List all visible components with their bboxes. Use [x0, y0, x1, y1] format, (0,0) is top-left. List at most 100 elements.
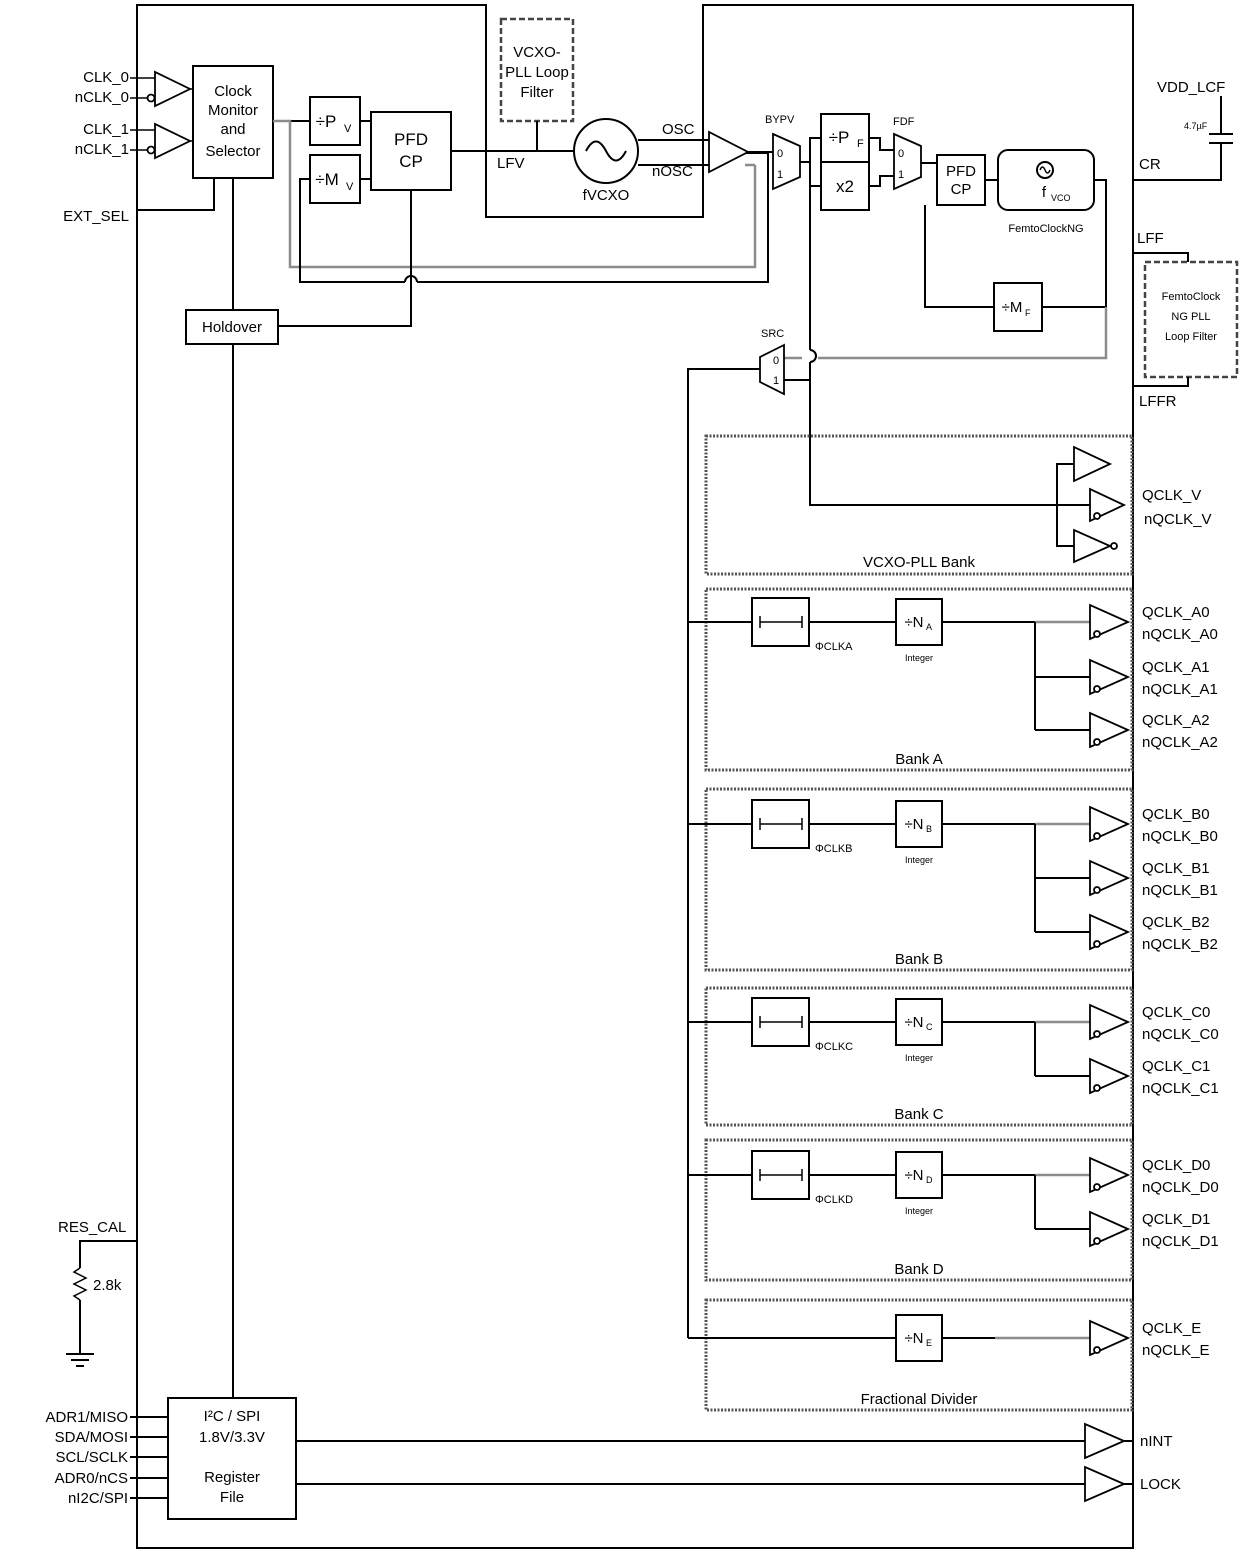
- vcxo-pfd-label: PFD: [394, 130, 428, 149]
- vcxo-cp-label: CP: [399, 152, 423, 171]
- mf-divider-block: [993, 282, 1043, 332]
- pv-divider-block: [309, 96, 361, 146]
- fdf-label: FDF: [893, 116, 915, 128]
- output-pin-label: QCLK_C1: [1142, 1058, 1210, 1075]
- fdf-mux: [893, 132, 922, 191]
- lff-label: LFF: [1137, 230, 1164, 247]
- bank-a-label: Bank A: [895, 751, 943, 768]
- osc-buffer: [708, 130, 750, 174]
- bank-d-divider-label: ÷N: [904, 1167, 923, 1184]
- x2-doubler-block: [820, 161, 870, 211]
- i2c-line3: Register: [204, 1469, 260, 1486]
- vdd-lcf-label: VDD_LCF: [1157, 79, 1225, 96]
- clk1-input-buffer: [154, 122, 193, 160]
- bank-d-frame: [704, 1138, 1134, 1282]
- output-pin-label: QCLK_B2: [1142, 914, 1210, 931]
- clock-monitor-line4: Selector: [205, 143, 260, 160]
- fvco-label: f: [1042, 184, 1047, 201]
- bank-c-divider-subscript: C: [926, 1022, 933, 1032]
- pv-label: ÷P: [316, 112, 337, 131]
- bank-a-frame: [704, 587, 1134, 772]
- qclk-v-label: QCLK_V: [1142, 487, 1201, 504]
- bank-e-divider: [895, 1314, 943, 1362]
- chip-outline: [136, 4, 1134, 1549]
- fvco-subscript: VCO: [1051, 193, 1071, 203]
- output-pin-label: QCLK_E: [1142, 1320, 1201, 1337]
- bank-c-divider-label: ÷N: [904, 1014, 923, 1031]
- output-pin-label-neg: nQCLK_C1: [1142, 1080, 1219, 1097]
- bank-d-divider-subscript: D: [926, 1175, 933, 1185]
- adr0-label: ADR0/nCS: [55, 1470, 128, 1487]
- output-pin-label-neg: nQCLK_C0: [1142, 1026, 1219, 1043]
- mv-subscript: V: [346, 181, 354, 193]
- bank-d-integer-label: Integer: [905, 1206, 933, 1216]
- bypv-mux-0: 0: [777, 148, 783, 160]
- osc-label: OSC: [662, 121, 695, 138]
- clk1-label: CLK_1: [83, 121, 129, 138]
- clk0-input-buffer: [154, 70, 193, 108]
- clock-monitor-line3: and: [220, 121, 245, 138]
- bank-a-output-buffer: [1089, 603, 1131, 641]
- lfv-label: LFV: [497, 155, 525, 172]
- lffr-label: LFFR: [1139, 393, 1177, 410]
- bank-a-integer-label: Integer: [905, 653, 933, 663]
- bank-a-output-buffer: [1089, 658, 1131, 696]
- vcxo-filter-line1: VCXO-: [513, 44, 561, 61]
- output-pin-label: QCLK_A0: [1142, 604, 1210, 621]
- bank-b-label: Bank B: [895, 951, 943, 968]
- vcxo-bank-label: VCXO-PLL Bank: [863, 554, 975, 571]
- holdover-block: [185, 309, 279, 345]
- ni2c-label: nI2C/SPI: [68, 1490, 128, 1507]
- cap-label: 4.7µF: [1184, 121, 1208, 131]
- nosc-label: nOSC: [652, 163, 693, 180]
- bank-e-label: Fractional Divider: [861, 1391, 978, 1408]
- bank-e-divider-subscript: E: [926, 1338, 932, 1348]
- output-pin-label-neg: nQCLK_B1: [1142, 882, 1218, 899]
- clock-monitor-line1: Clock: [214, 83, 252, 100]
- bank-a-divider-label: ÷N: [904, 614, 923, 631]
- femto-pll-loop-filter: [1143, 260, 1239, 379]
- bank-d-phase-label: ΦCLKD: [815, 1194, 853, 1206]
- output-pin-label-neg: nQCLK_A0: [1142, 626, 1218, 643]
- pv-subscript: V: [344, 123, 352, 135]
- output-pin-label-neg: nQCLK_D1: [1142, 1233, 1219, 1250]
- vcxo-buffer-3: [1073, 528, 1113, 564]
- femto-filter-line2: NG PLL: [1171, 311, 1210, 323]
- output-pin-label: QCLK_D1: [1142, 1211, 1210, 1228]
- output-pin-label-neg: nQCLK_A1: [1142, 681, 1218, 698]
- femto-pfd-label: PFD: [946, 163, 976, 180]
- bank-b-divider-label: ÷N: [904, 816, 923, 833]
- ext-sel-label: EXT_SEL: [63, 208, 129, 225]
- bank-e-frame: [704, 1298, 1134, 1412]
- femto-cp-label: CP: [951, 181, 972, 198]
- vcxo-pll-loop-filter: [499, 17, 575, 123]
- bank-e-output-buffer: [1089, 1319, 1131, 1357]
- i2c-spi-register-block: [167, 1397, 297, 1520]
- output-pin-label-neg: nQCLK_E: [1142, 1342, 1210, 1359]
- bank-b-phase-label: ΦCLKB: [815, 843, 853, 855]
- output-pin-label-neg: nQCLK_B0: [1142, 828, 1218, 845]
- pf-label: ÷P: [829, 128, 850, 147]
- bank-b-output-buffer: [1089, 859, 1131, 897]
- output-pin-label: QCLK_C0: [1142, 1004, 1210, 1021]
- vcxo-filter-line2: PLL Loop: [505, 64, 569, 81]
- output-pin-label: QCLK_D0: [1142, 1157, 1210, 1174]
- clock-monitor-line2: Monitor: [208, 102, 258, 119]
- bank-c-integer-label: Integer: [905, 1053, 933, 1063]
- output-pin-label-neg: nQCLK_A2: [1142, 734, 1218, 751]
- bank-b-output-buffer: [1089, 805, 1131, 843]
- output-pin-label: QCLK_A2: [1142, 712, 1210, 729]
- pf-subscript: F: [857, 138, 864, 150]
- vcxo-filter-line3: Filter: [520, 84, 553, 101]
- bypv-mux: [772, 132, 801, 191]
- fvcxo-label: fVCXO: [583, 187, 630, 204]
- femto-vco-block: [997, 149, 1095, 211]
- bank-c-frame: [704, 986, 1134, 1127]
- bank-e-divider-label: ÷N: [904, 1330, 923, 1347]
- vcxo-pll-bank: [704, 434, 1134, 576]
- nclk1-label: nCLK_1: [75, 141, 129, 158]
- output-pin-label-neg: nQCLK_D0: [1142, 1179, 1219, 1196]
- scl-label: SCL/SCLK: [55, 1449, 128, 1466]
